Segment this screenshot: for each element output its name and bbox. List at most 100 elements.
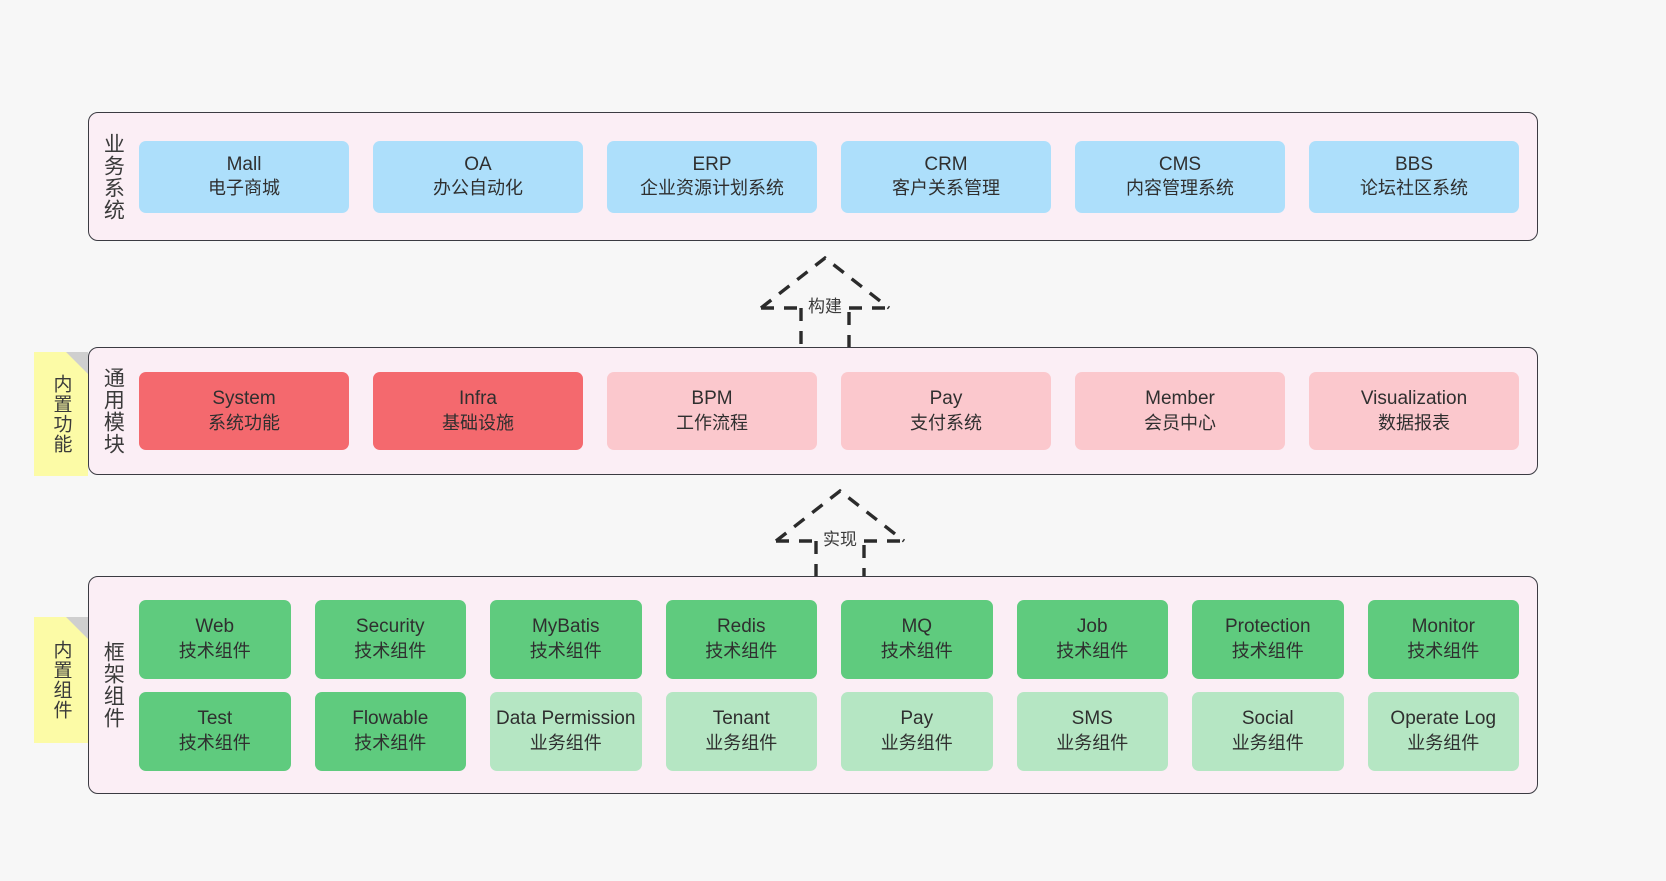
card-title: OA	[464, 153, 492, 175]
card-subtitle: 技术组件	[880, 640, 953, 661]
card-subtitle: 支付系统	[910, 412, 982, 433]
card-title: BPM	[691, 388, 733, 410]
card-tenant[interactable]: Tenant 业务组件	[665, 691, 817, 771]
card-subtitle: 办公自动化	[433, 178, 523, 199]
card-title: Flowable	[352, 708, 429, 730]
card-subtitle: 业务组件	[1231, 732, 1304, 753]
card-protection[interactable]: Protection 技术组件	[1192, 599, 1344, 679]
connector-realize-label: 实现	[823, 530, 857, 549]
card-subtitle: 业务组件	[880, 732, 953, 753]
layer-business-system: 业务系统 Mall 电子商城 OA 办公自动化 ERP 企业资源计划系统 CRM…	[88, 112, 1538, 241]
card-subtitle: 工作流程	[676, 412, 748, 433]
layer-title-common-modules: 通用模块	[101, 367, 125, 455]
card-system[interactable]: System 系统功能	[139, 372, 349, 450]
card-row: System 系统功能 Infra 基础设施 BPM 工作流程 Pay 支付系统…	[139, 372, 1519, 450]
card-bpm[interactable]: BPM 工作流程	[607, 372, 817, 450]
card-title: Data Permission	[496, 708, 636, 730]
card-security[interactable]: Security 技术组件	[314, 599, 466, 679]
card-subtitle: 技术组件	[1056, 640, 1129, 661]
dashed-up-arrow-icon	[774, 488, 906, 585]
card-job[interactable]: Job 技术组件	[1016, 599, 1168, 679]
layer-body-framework-components: Web 技术组件 Security 技术组件 MyBatis 技术组件 Redi…	[135, 577, 1537, 793]
card-data-permission[interactable]: Data Permission 业务组件	[490, 691, 642, 771]
card-subtitle: 技术组件	[529, 640, 602, 661]
card-mall[interactable]: Mall 电子商城	[139, 140, 349, 213]
layer-framework-components: 框架组件 Web 技术组件 Security 技术组件 MyBatis 技术组件…	[88, 576, 1538, 794]
card-subtitle: 业务组件	[1407, 732, 1480, 753]
card-row: Web 技术组件 Security 技术组件 MyBatis 技术组件 Redi…	[139, 599, 1519, 679]
dashed-up-arrow-icon	[759, 255, 891, 352]
card-subtitle: 技术组件	[705, 640, 778, 661]
card-sms[interactable]: SMS 业务组件	[1016, 691, 1168, 771]
card-monitor[interactable]: Monitor 技术组件	[1367, 599, 1519, 679]
layer-body-common-modules: System 系统功能 Infra 基础设施 BPM 工作流程 Pay 支付系统…	[135, 348, 1537, 474]
card-title: Social	[1241, 708, 1294, 730]
card-member[interactable]: Member 会员中心	[1075, 372, 1285, 450]
card-subtitle: 数据报表	[1378, 412, 1450, 433]
card-title: BBS	[1394, 153, 1434, 175]
card-title: Visualization	[1360, 388, 1468, 410]
connector-build-label: 构建	[808, 297, 842, 316]
card-title: Redis	[716, 616, 766, 638]
card-title: CRM	[924, 153, 968, 175]
card-title: Web	[195, 616, 235, 638]
card-title: System	[212, 388, 276, 410]
card-subtitle: 技术组件	[178, 640, 251, 661]
card-title: Pay	[929, 388, 963, 410]
card-title: SMS	[1071, 708, 1113, 730]
card-cms[interactable]: CMS 内容管理系统	[1075, 140, 1285, 213]
card-crm[interactable]: CRM 客户关系管理	[841, 140, 1051, 213]
card-subtitle: 论坛社区系统	[1360, 178, 1468, 199]
card-title: Job	[1076, 616, 1108, 638]
card-subtitle: 技术组件	[354, 732, 427, 753]
card-subtitle: 电子商城	[208, 178, 280, 199]
connector-realize-arrow: 实现	[760, 487, 920, 585]
note-builtin-functions: 内置功能	[34, 352, 88, 476]
card-subtitle: 内容管理系统	[1126, 178, 1234, 199]
card-subtitle: 技术组件	[354, 640, 427, 661]
card-subtitle: 技术组件	[1407, 640, 1480, 661]
card-infra[interactable]: Infra 基础设施	[373, 372, 583, 450]
card-subtitle: 业务组件	[705, 732, 778, 753]
card-title: Security	[355, 616, 425, 638]
card-title: Protection	[1224, 616, 1311, 638]
card-subtitle: 技术组件	[178, 732, 251, 753]
card-title: Member	[1145, 388, 1215, 410]
card-title: Operate Log	[1390, 708, 1497, 730]
card-subtitle: 系统功能	[208, 412, 280, 433]
card-subtitle: 业务组件	[1056, 732, 1129, 753]
card-title: CMS	[1158, 153, 1202, 175]
layer-title-framework-components: 框架组件	[101, 641, 125, 729]
card-title: Infra	[458, 388, 498, 410]
card-title: ERP	[692, 153, 732, 175]
card-subtitle: 会员中心	[1144, 412, 1216, 433]
card-row: Test 技术组件 Flowable 技术组件 Data Permission …	[139, 691, 1519, 771]
card-oa[interactable]: OA 办公自动化	[373, 140, 583, 213]
card-title: Tenant	[712, 708, 770, 730]
card-subtitle: 业务组件	[529, 732, 602, 753]
card-test[interactable]: Test 技术组件	[139, 691, 291, 771]
layer-body-business-system: Mall 电子商城 OA 办公自动化 ERP 企业资源计划系统 CRM 客户关系…	[135, 113, 1537, 240]
card-social[interactable]: Social 业务组件	[1192, 691, 1344, 771]
connector-build-arrow: 构建	[745, 254, 905, 352]
card-subtitle: 基础设施	[442, 412, 514, 433]
card-title: Monitor	[1411, 616, 1475, 638]
card-pay-module[interactable]: Pay 支付系统	[841, 372, 1051, 450]
card-title: MQ	[901, 616, 933, 638]
note-builtin-components: 内置组件	[34, 617, 88, 743]
card-visualization[interactable]: Visualization 数据报表	[1309, 372, 1519, 450]
card-mybatis[interactable]: MyBatis 技术组件	[490, 599, 642, 679]
card-subtitle: 客户关系管理	[892, 178, 1000, 199]
card-redis[interactable]: Redis 技术组件	[665, 599, 817, 679]
card-web[interactable]: Web 技术组件	[139, 599, 291, 679]
card-title: Pay	[900, 708, 934, 730]
card-pay-component[interactable]: Pay 业务组件	[841, 691, 993, 771]
layer-common-modules: 通用模块 System 系统功能 Infra 基础设施 BPM 工作流程 Pay…	[88, 347, 1538, 475]
card-bbs[interactable]: BBS 论坛社区系统	[1309, 140, 1519, 213]
card-flowable[interactable]: Flowable 技术组件	[314, 691, 466, 771]
card-subtitle: 技术组件	[1231, 640, 1304, 661]
card-mq[interactable]: MQ 技术组件	[841, 599, 993, 679]
card-erp[interactable]: ERP 企业资源计划系统	[607, 140, 817, 213]
card-subtitle: 企业资源计划系统	[640, 178, 784, 199]
card-operate-log[interactable]: Operate Log 业务组件	[1367, 691, 1519, 771]
